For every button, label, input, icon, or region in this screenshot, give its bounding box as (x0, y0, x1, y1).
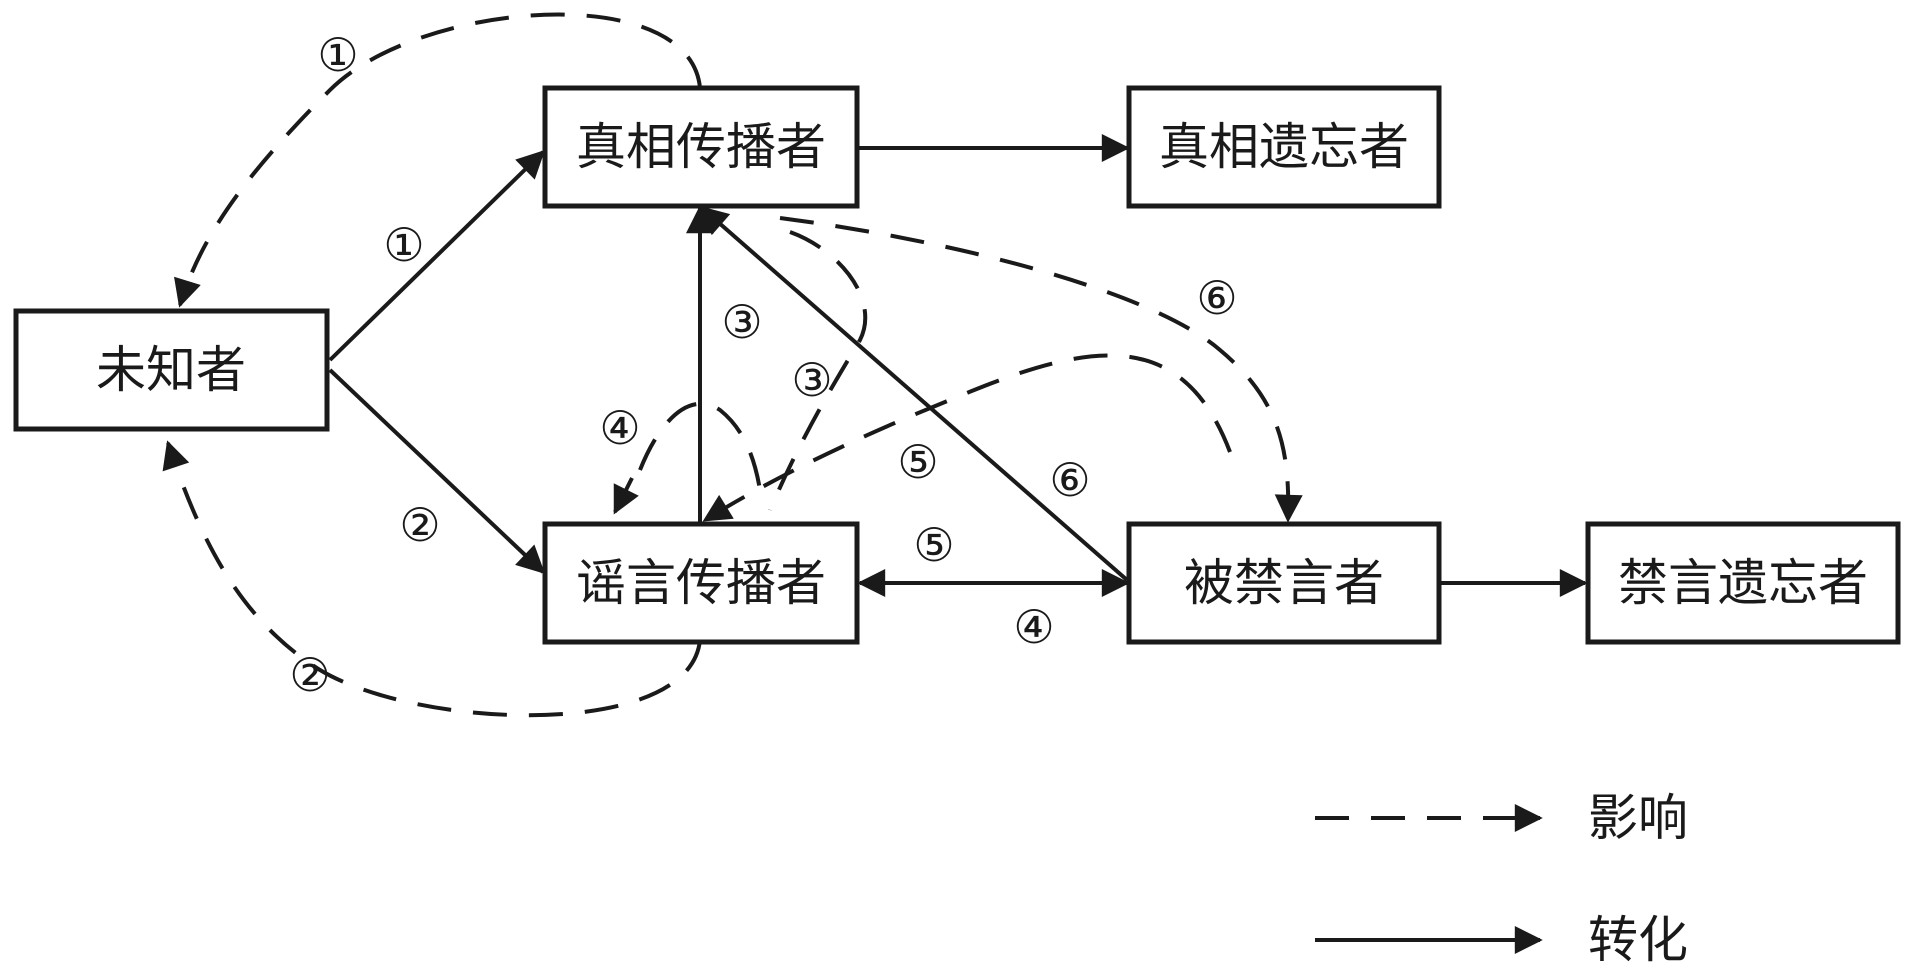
node-banned-label: 被禁言者 (1184, 554, 1384, 612)
influence-arrow-banned-to-rumor (702, 353, 1232, 522)
label-5-solid: ⑤ (913, 518, 954, 572)
influence-arrow-4-to-rumor (638, 401, 762, 491)
influence-arrow-truth-to-unknown (174, 12, 702, 308)
node-truth-forgetter: 真相遗忘者 (1126, 85, 1442, 209)
node-unknown-label: 未知者 (96, 341, 246, 399)
transition-arrow-unknown-to-rumor (328, 368, 546, 574)
influence-arrow-truth-to-banned (779, 216, 1303, 523)
label-6-dashed: ⑥ (1196, 271, 1237, 325)
legend: 影响 转化 (1315, 789, 1688, 969)
node-unknown: 未知者 (13, 308, 330, 432)
influence-arrow-3-to-truth (768, 230, 868, 511)
node-banned-forgetter-label: 禁言遗忘者 (1618, 554, 1868, 612)
label-6-solid: ⑥ (1049, 453, 1090, 507)
label-4-solid: ④ (1013, 600, 1054, 654)
label-3-dashed: ③ (791, 353, 832, 407)
node-rumor-spreader-label: 谣言传播者 (576, 554, 826, 612)
node-banned-forgetter: 禁言遗忘者 (1585, 521, 1901, 645)
label-2-dashed: ② (289, 648, 330, 702)
label-4-dashed: ④ (599, 401, 640, 455)
legend-influence-label: 影响 (1588, 789, 1688, 847)
node-truth-spreader: 真相传播者 (542, 85, 860, 209)
node-rumor-spreader: 谣言传播者 (542, 521, 860, 645)
label-5-dashed: ⑤ (897, 435, 938, 489)
influence-arrow-rumor-to-unknown (162, 440, 702, 718)
legend-transition-label: 转化 (1588, 911, 1688, 969)
transition-arrow-banned-to-truth (699, 206, 1129, 582)
node-banned: 被禁言者 (1126, 521, 1442, 645)
node-truth-spreader-label: 真相传播者 (576, 118, 826, 176)
label-1-solid: ① (383, 218, 424, 272)
transition-arrow-unknown-to-truth (328, 150, 546, 362)
label-2-solid: ② (399, 498, 440, 552)
label-3-solid: ③ (721, 295, 762, 349)
label-1-dashed: ① (317, 28, 358, 82)
node-truth-forgetter-label: 真相遗忘者 (1159, 118, 1409, 176)
influence-arrow-4-head (613, 477, 639, 515)
